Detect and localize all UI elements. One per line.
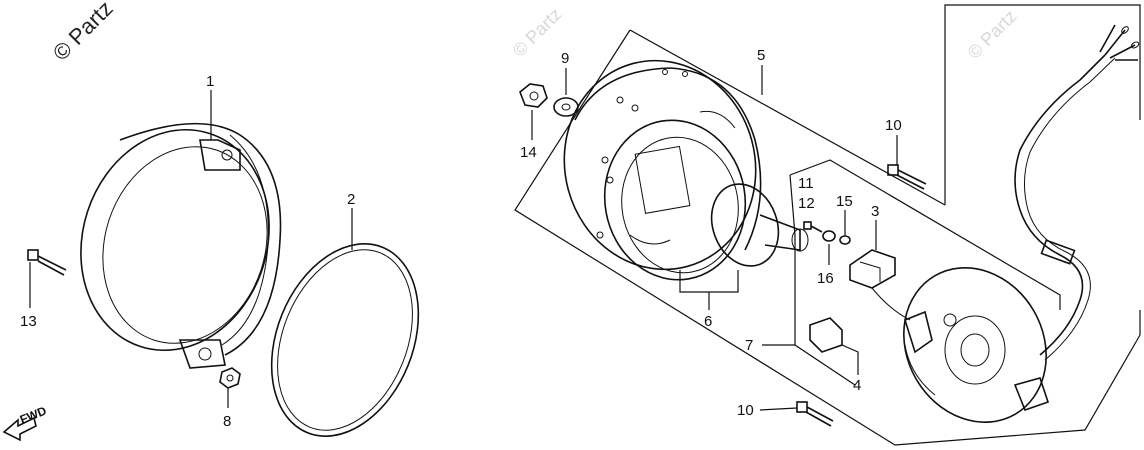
callout-1: 1 — [206, 73, 214, 90]
callouts: 1 2 3 4 5 6 7 8 9 10 10 11 12 13 14 15 1… — [20, 47, 902, 430]
callout-11: 11 — [798, 175, 814, 192]
watermark-faint-2: © Partz — [964, 6, 1021, 63]
bolt-10-lower — [796, 401, 834, 427]
washer-16 — [822, 230, 836, 242]
callout-8: 8 — [223, 413, 231, 430]
fwd-arrow: FWD — [2, 403, 49, 442]
washer-15 — [839, 235, 851, 245]
washer-9 — [553, 97, 579, 117]
flywheel-hub — [710, 183, 809, 267]
gasket-ring — [270, 243, 420, 437]
fwd-label: FWD — [18, 403, 49, 426]
wire-harness — [1014, 24, 1140, 361]
leader-lines — [29, 65, 898, 411]
callout-16: 16 — [817, 270, 834, 287]
flywheel-rotor — [563, 59, 762, 281]
callout-15: 15 — [836, 193, 853, 210]
watermark-text: © Partz — [48, 0, 118, 66]
callout-2: 2 — [347, 191, 355, 208]
stator-subframe — [789, 159, 1061, 310]
callout-10b: 10 — [737, 402, 754, 419]
stator-plate — [903, 267, 1050, 423]
callout-4: 4 — [853, 377, 861, 394]
screw-12 — [803, 221, 823, 233]
flywheel-cover — [80, 122, 282, 369]
callout-13: 13 — [20, 313, 37, 330]
nut-14 — [519, 83, 548, 108]
callout-7: 7 — [745, 337, 753, 354]
nut-8 — [219, 367, 241, 389]
callout-10a: 10 — [885, 117, 902, 134]
brush-block — [809, 317, 843, 353]
bolt-13 — [27, 249, 67, 276]
callout-3: 3 — [871, 203, 879, 220]
callout-6: 6 — [704, 313, 712, 330]
assembly-outline — [514, 29, 1141, 446]
callout-14: 14 — [520, 144, 537, 161]
callout-12: 12 — [798, 195, 815, 212]
pulser-coil — [849, 249, 911, 321]
callout-9: 9 — [561, 50, 569, 67]
watermark-faint-1: © Partz — [509, 4, 566, 61]
bolt-10-upper — [887, 164, 927, 190]
callout-5: 5 — [757, 47, 765, 64]
